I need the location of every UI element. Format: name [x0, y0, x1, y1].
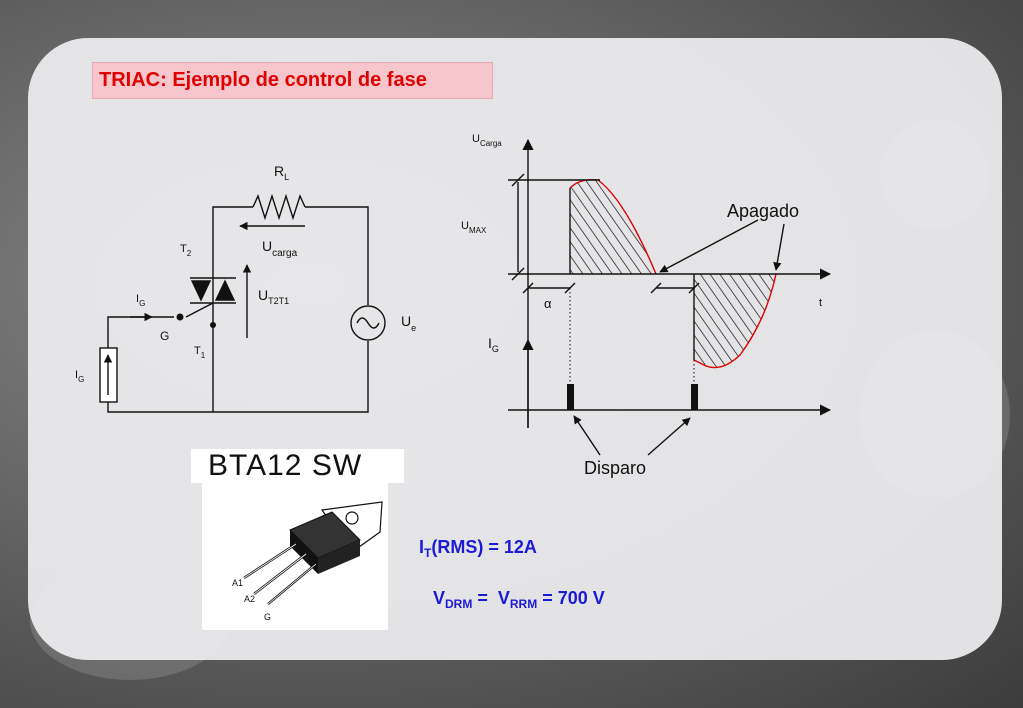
label-alpha: α	[544, 296, 552, 311]
label-t: t	[819, 297, 822, 309]
label-g: G	[160, 329, 169, 343]
to220-package-icon: A1 A2 G	[232, 501, 383, 622]
negative-conduction-area	[694, 274, 776, 368]
tick	[650, 282, 662, 294]
slide-title: TRIAC: Ejemplo de control de fase	[92, 62, 493, 99]
apagado-arrow-2	[773, 223, 785, 271]
wire	[212, 206, 253, 278]
tick	[522, 282, 534, 294]
gate-pulse-2	[691, 384, 698, 410]
label-ue: Ue	[401, 313, 416, 333]
ac-source	[350, 305, 386, 341]
part-name: BTA12 SW	[208, 449, 363, 482]
pin-g-label: G	[264, 612, 271, 622]
triac-diode-up	[214, 279, 236, 301]
label-t1: T1	[194, 345, 206, 360]
positive-conduction-area	[570, 179, 656, 274]
wire	[107, 341, 369, 413]
gate-lead	[185, 302, 214, 318]
pin-a1-label: A1	[232, 578, 243, 588]
label-apagado: Apagado	[727, 201, 799, 221]
label-disparo: Disparo	[584, 458, 646, 478]
ucarga-negative-curve	[693, 273, 777, 369]
label-ig-source: IG	[75, 369, 84, 384]
label-t2: T2	[180, 243, 192, 258]
label-ig-wire: IG	[136, 293, 145, 308]
ucarga-positive-curve	[569, 178, 657, 275]
label-umax: UMAX	[461, 220, 487, 235]
label-ucarga-axis: UCarga	[472, 133, 502, 148]
tick	[511, 267, 525, 281]
spec-it-rms: IT(RMS) = 12A	[419, 537, 537, 560]
gate-pulse-1	[567, 384, 574, 410]
triac-circuit	[99, 193, 386, 413]
spec-vdrm-vrrm: VDRM = VRRM = 700 V	[433, 588, 605, 611]
content-panel	[28, 38, 1002, 660]
part-label-box	[191, 449, 404, 483]
tick	[688, 282, 700, 294]
disparo-arrow-2	[647, 417, 691, 456]
triac-diode-down	[190, 280, 212, 302]
apagado-arrow-1	[659, 219, 759, 273]
waveform-axes	[508, 138, 832, 456]
label-ut2t1: UT2T1	[258, 287, 289, 306]
wire	[305, 206, 369, 305]
resistor-rl	[252, 193, 306, 221]
pin-a2-label: A2	[244, 594, 255, 604]
disparo-arrow-1	[573, 415, 601, 456]
label-ucarga: Ucarga	[262, 238, 298, 259]
tick	[511, 173, 525, 187]
sine-icon	[356, 317, 380, 329]
package-image: A1 A2 G	[202, 482, 388, 630]
label-rl: RL	[274, 163, 289, 182]
t1-node	[210, 322, 216, 328]
gate-node	[176, 313, 184, 321]
label-ig-axis: IG	[488, 335, 499, 354]
